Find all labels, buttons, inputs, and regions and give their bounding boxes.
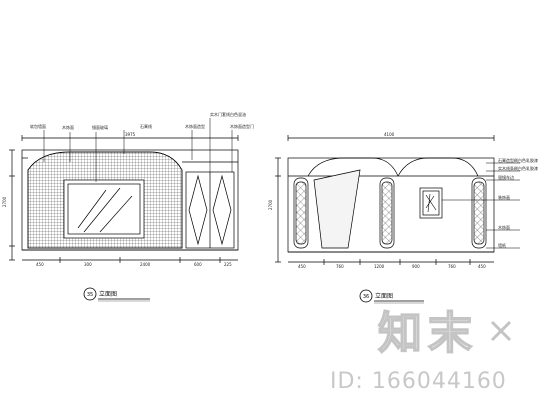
right-callout-4: 装饰画 <box>498 194 510 200</box>
left-callout-7: 木饰面造型门 <box>230 123 254 129</box>
mirror-pilaster-3 <box>471 177 487 249</box>
right-callout-2: 实木线条刷白色乳胶漆 <box>498 165 538 171</box>
left-bottom-dim-4: 600 <box>194 262 202 267</box>
right-callout-1: 石膏造型刷白色乳胶漆 <box>498 157 538 163</box>
left-view-label: 35 立面图 <box>83 287 150 302</box>
right-view-label: 36 立面图 <box>359 289 424 304</box>
left-callout-4: 石膏线 <box>140 123 152 129</box>
mirror-glass <box>67 183 141 235</box>
right-view-number: 36 <box>363 294 369 300</box>
artwork-frame <box>419 187 443 219</box>
left-callout-6: 实木门套线白色混油 <box>210 111 246 117</box>
watermark-logo: 知末 <box>378 308 478 359</box>
left-elevation <box>9 118 239 263</box>
left-width-dim: 3975 <box>125 132 136 137</box>
watermark-emblem-icon <box>490 320 512 342</box>
arch-left <box>307 157 399 177</box>
left-callout-5: 木饰面造型 <box>185 123 205 129</box>
left-bottom-dim-1: 450 <box>36 262 44 267</box>
mirror-pilaster-1 <box>293 177 309 249</box>
left-callout-2: 木饰面 <box>62 124 74 130</box>
right-height-dim: 2700 <box>268 199 273 210</box>
right-width-dim: 4100 <box>384 132 395 137</box>
shadow-panel <box>313 169 361 249</box>
right-bottom-dim-2: 760 <box>336 264 344 269</box>
right-view-title: 立面图 <box>375 292 393 300</box>
left-view-number: 35 <box>87 292 93 298</box>
left-view-title: 立面图 <box>99 290 117 298</box>
right-callout-6: 墙纸 <box>498 242 506 248</box>
left-bottom-dim-3: 2400 <box>140 262 151 267</box>
left-bottom-dim-2: 300 <box>84 262 92 267</box>
right-bottom-dim-6: 450 <box>478 264 486 269</box>
right-bottom-dim-5: 760 <box>448 264 456 269</box>
left-callout-1: 软包墙面 <box>30 123 46 129</box>
arch-right <box>397 157 479 177</box>
right-bottom-dim-4: 900 <box>412 264 420 269</box>
right-bottom-dim-3: 1200 <box>374 264 385 269</box>
right-elevation <box>275 135 520 265</box>
left-height-dim: 2700 <box>2 196 7 207</box>
right-callout-3: 银镜车边 <box>498 174 514 180</box>
mirror-frame <box>63 179 145 239</box>
right-bottom-dim-1: 450 <box>298 264 306 269</box>
left-bottom-dim-5: 225 <box>224 262 232 267</box>
right-callout-5: 木饰面 <box>498 224 510 230</box>
watermark-id: ID: 166044160 <box>330 369 507 394</box>
left-callout-3: 镜面玻璃 <box>92 124 108 130</box>
watermark: 知末 ID: 166044160 <box>330 307 512 394</box>
mirror-pilaster-2 <box>379 177 395 249</box>
artwork-canvas <box>422 190 440 216</box>
